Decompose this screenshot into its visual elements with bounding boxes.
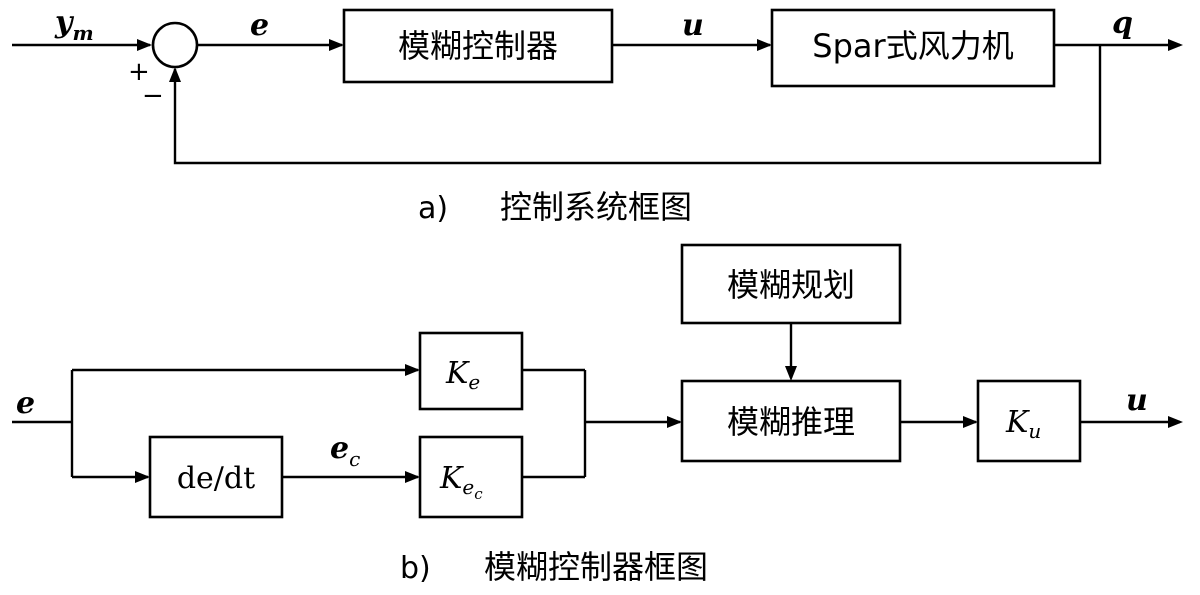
output-signal-label: q	[1112, 6, 1133, 41]
arrow-head	[405, 471, 420, 483]
derivative-label: de/dt	[177, 461, 255, 496]
fuzzy-inference-label: 模糊推理	[727, 403, 855, 441]
wind-turbine-plant-block	[770, 8, 1056, 88]
input-signal-label: ym	[54, 5, 94, 45]
error-signal-label: e	[250, 8, 269, 43]
fuzzy-rule-block	[680, 243, 902, 325]
ec-signal-label: ec	[330, 431, 360, 471]
arrow-head	[405, 364, 420, 376]
feedback-line	[173, 45, 1102, 165]
plus-sign: +	[128, 57, 150, 87]
ke-gain-label: Ke	[445, 356, 480, 394]
arrow-head	[169, 67, 181, 82]
kec-gain-block	[418, 435, 524, 519]
fuzzy-controller-diagram: e Ke de/dt ec Kec 模糊规划	[12, 243, 1183, 586]
output-signal-label: u	[1126, 383, 1148, 418]
arrow-head	[135, 471, 150, 483]
kec-gain-label: Kec	[439, 461, 483, 503]
arrow-head	[963, 416, 978, 428]
arrow-head	[667, 416, 682, 428]
caption-a-text: 控制系统框图	[500, 188, 692, 226]
arrow-head	[137, 39, 152, 51]
ku-gain-label: Ku	[1005, 405, 1041, 443]
summing-junction	[151, 21, 199, 69]
ku-gain-block	[976, 379, 1082, 463]
fuzzy-inference-block	[680, 379, 902, 463]
caption-b-text: 模糊控制器框图	[484, 548, 708, 586]
arrow-head	[1168, 416, 1183, 428]
control-signal-label: u	[682, 8, 704, 43]
arrow-head	[757, 39, 772, 51]
arrow-head	[329, 39, 344, 51]
fuzzy-controller-label: 模糊控制器	[398, 27, 558, 65]
arrow-head	[1168, 39, 1183, 51]
minus-sign: −	[142, 81, 164, 111]
caption-a-letter: a)	[418, 191, 448, 226]
fuzzy-rule-label: 模糊规划	[727, 266, 855, 304]
control-system-diagram: ym + − e 模糊控制器 u Spar式风力机 q a) 控制系统框图	[12, 5, 1183, 226]
wind-turbine-plant-label: Spar式风力机	[812, 27, 1013, 65]
arrow-head	[785, 366, 797, 381]
caption-b-letter: b)	[400, 551, 431, 586]
input-signal-label: e	[16, 386, 35, 421]
fuzzy-controller-block	[342, 8, 614, 84]
